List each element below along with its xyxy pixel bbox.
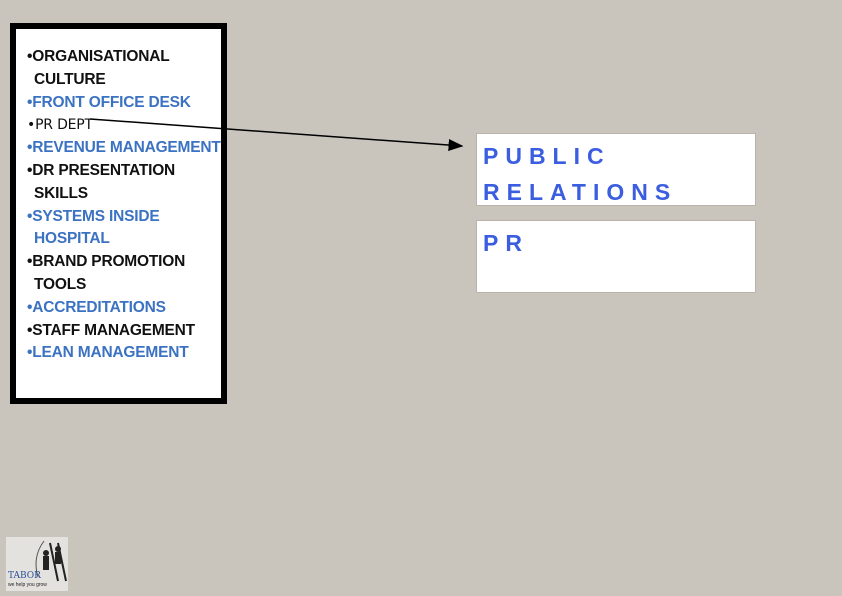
list-item: PR DEPT (27, 114, 224, 137)
tabor-logo: TABOR we help you grow (6, 537, 68, 591)
list-item: DR PRESENTATION SKILLS (27, 160, 224, 206)
pr-box: PR (476, 220, 756, 293)
topic-list-box: ORGANISATIONAL CULTURE FRONT OFFICE DESK… (10, 23, 227, 404)
list-item: FRONT OFFICE DESK (27, 92, 224, 115)
topic-list: ORGANISATIONAL CULTURE FRONT OFFICE DESK… (16, 29, 221, 365)
list-item: ACCREDITATIONS (27, 297, 224, 320)
logo-name: TABOR (8, 571, 41, 581)
list-item: LEAN MANAGEMENT (27, 342, 224, 365)
list-item: REVENUE MANAGEMENT (27, 137, 224, 160)
public-relations-box: PUBLIC RELATIONS (476, 133, 756, 206)
list-item: BRAND PROMOTION TOOLS (27, 251, 224, 297)
list-item: ORGANISATIONAL CULTURE (27, 46, 224, 92)
logo-tagline: we help you grow (8, 582, 47, 588)
public-relations-text: PUBLIC RELATIONS (483, 143, 678, 205)
ladder-figures-icon (35, 540, 67, 582)
list-item: STAFF MANAGEMENT (27, 320, 224, 343)
list-item: SYSTEMS INSIDE HOSPITAL (27, 206, 224, 252)
pr-text: PR (483, 230, 529, 256)
